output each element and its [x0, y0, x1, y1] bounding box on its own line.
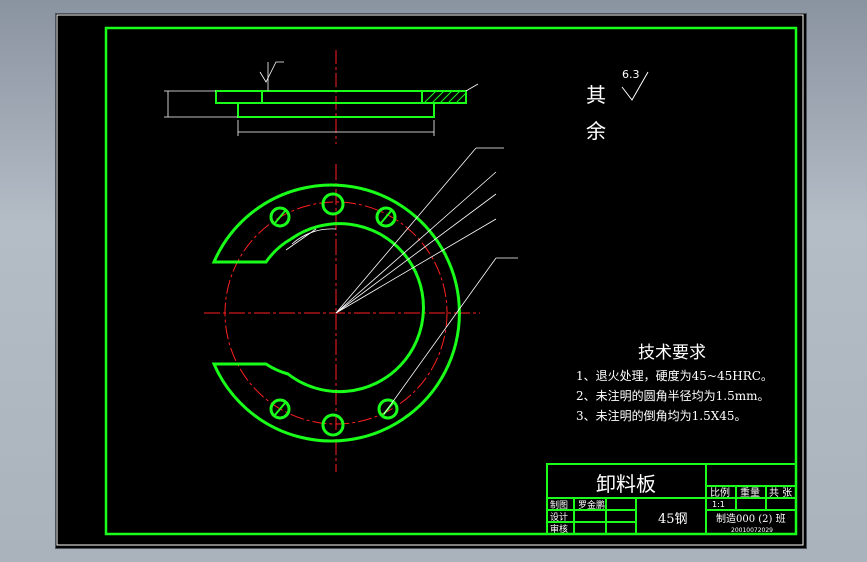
drafter-name: 罗金鹏	[578, 499, 605, 511]
leader-lines	[285, 147, 518, 415]
bolt-holes	[269, 192, 399, 437]
title-block: 卸料板 45钢 比例 重量 共 张 1:1 制图 设计 审核 罗金鹏 制造000…	[546, 463, 797, 535]
section-boss	[237, 102, 435, 118]
tech-title: 技术要求	[638, 343, 706, 363]
part-name: 卸料板	[596, 472, 656, 496]
roughness-word-2: 余	[586, 119, 606, 143]
section-view	[164, 50, 479, 144]
hole-upper-left	[269, 206, 291, 228]
roughness-note: 其 余 6.3	[586, 68, 649, 143]
school-class: 制造000 (2) 班	[716, 512, 786, 525]
cad-viewport: 其 余 6.3 技术要求 1、退火处理，硬度为45~45HRC。 2、未注明的圆…	[56, 14, 806, 548]
section-flange	[215, 90, 467, 104]
row-label-checked: 审核	[550, 523, 568, 535]
bolt-circle	[224, 201, 448, 425]
plate-outline	[211, 183, 461, 443]
roughness-value: 6.3	[622, 68, 640, 81]
hole-lower-left	[269, 398, 291, 420]
hole-top	[321, 192, 345, 216]
sheet-border	[56, 14, 804, 546]
hole-lower-right	[377, 398, 399, 420]
hdr-sheets: 共 张	[769, 487, 792, 499]
hole-bottom	[321, 413, 345, 437]
roughness-symbol	[621, 71, 649, 101]
student-id: 20010072029	[731, 527, 773, 534]
tech-item-3: 3、未注明的倒角均为1.5X45。	[576, 408, 747, 423]
scale-value: 1:1	[712, 500, 725, 509]
row-label-drafted: 制图	[550, 499, 568, 511]
hole-upper-right	[375, 206, 397, 228]
drawing-frame	[104, 26, 798, 536]
plan-view	[204, 147, 518, 472]
tech-requirements: 技术要求 1、退火处理，硬度为45~45HRC。 2、未注明的圆角半径均为1.5…	[576, 343, 773, 423]
row-label-designed: 设计	[550, 511, 568, 523]
tech-item-2: 2、未注明的圆角半径均为1.5mm。	[576, 388, 769, 403]
roughness-word-1: 其	[586, 83, 606, 107]
material: 45钢	[658, 512, 688, 527]
hdr-scale: 比例	[710, 486, 730, 499]
tech-item-1: 1、退火处理，硬度为45~45HRC。	[576, 368, 773, 383]
hdr-weight: 重量	[740, 486, 760, 499]
drawing-canvas: 其 余 6.3 技术要求 1、退火处理，硬度为45~45HRC。 2、未注明的圆…	[56, 14, 804, 546]
